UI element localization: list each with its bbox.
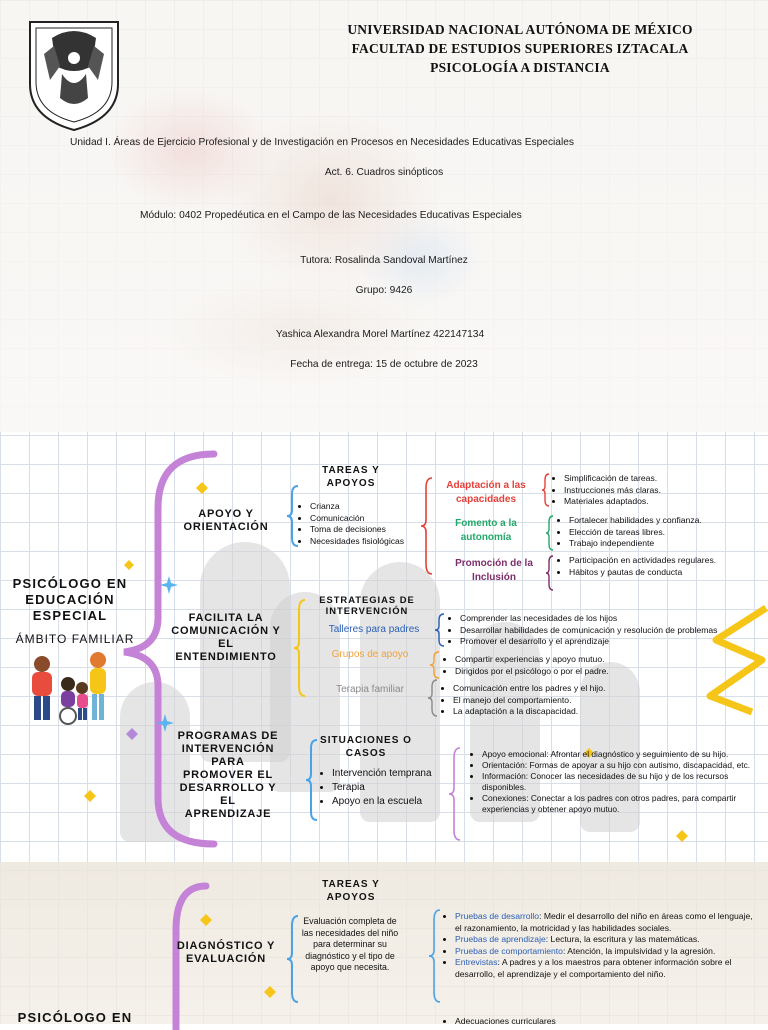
orange-brace (293, 599, 306, 697)
branch-apoyo-orientacion: APOYO Y ORIENTACIÓN (183, 508, 269, 533)
talleres-label: Talleres para padres (328, 624, 420, 635)
branch-programas: PROGRAMAS DE INTERVENCIÓN PARA PROMOVER … (177, 730, 279, 820)
tareas-apoyos-header: TAREAS Y APOYOS (322, 465, 380, 489)
red-brace (420, 477, 433, 575)
date-line: Fecha de entrega: 15 de octubre de 2023 (290, 359, 478, 370)
next-title-partial: PSICÓLOGO EN (17, 1010, 133, 1025)
adaptacion-list: Simplificación de tareas. Instrucciones … (552, 473, 744, 508)
situaciones-details: Apoyo emocional: Afrontar el diagnóstico… (470, 749, 752, 815)
blue-brace (305, 739, 318, 821)
autonomia-list: Fortalecer habilidades y confianza. Elec… (557, 515, 749, 550)
sparkle-icon (156, 714, 174, 732)
grupos-label: Grupos de apoyo (331, 649, 409, 660)
diamond-icon (676, 830, 688, 842)
branch-comunicacion: FACILITA LA COMUNICACIÓN Y EL ENTENDIMIE… (171, 612, 281, 663)
terapia-label: Terapia familiar (336, 684, 404, 695)
autonomia-label: Fomento a la autonomía (455, 518, 517, 543)
inclusion-list: Participación en actividades regulares. … (557, 555, 719, 578)
unit-line: Unidad I. Áreas de Ejercicio Profesional… (70, 137, 574, 148)
activity-line: Act. 6. Cuadros sinópticos (324, 167, 444, 178)
situaciones-list: Intervención temprana Terapia Apoyo en l… (318, 767, 482, 809)
terapia-list: Comunicación entre los padres y el hijo.… (441, 683, 753, 718)
tutor-line: Tutora: Rosalinda Sandoval Martínez (300, 255, 468, 266)
cover-photo (0, 0, 768, 432)
university-heading: UNIVERSIDAD NACIONAL AUTÓNOMA DE MÉXICO … (300, 20, 740, 77)
familiar-subtitle: ÁMBITO FAMILIAR (15, 632, 135, 646)
cover-section: UNIVERSIDAD NACIONAL AUTÓNOMA DE MÉXICO … (0, 0, 768, 432)
family-illustration (32, 652, 106, 725)
university-name: UNIVERSIDAD NACIONAL AUTÓNOMA DE MÉXICO (347, 22, 693, 37)
unam-shield-logo (29, 21, 119, 132)
diamond-icon (264, 986, 276, 998)
main-brace (123, 450, 218, 848)
blue-brace (428, 909, 441, 1003)
diagnostico-description: Evaluación completa de las necesidades d… (301, 916, 399, 973)
next-tareas-header: TAREAS Y APOYOS (322, 879, 380, 903)
program-name: PSICOLOGÍA A DISTANCIA (430, 60, 610, 75)
tests-list: Pruebas de desarrollo: Medir el desarrol… (443, 911, 755, 981)
diamond-icon (584, 748, 594, 758)
familiar-title: PSICÓLOGO EN EDUCACIÓN ESPECIAL (12, 576, 128, 623)
estrategias-header: ESTRATEGIAS DE INTERVENCIÓN (319, 594, 415, 616)
inclusion-label: Promoción de la Inclusión (455, 558, 533, 583)
diamond-icon (84, 790, 96, 802)
diamond-icon (124, 560, 134, 570)
branch1-list: Crianza Comunicación Toma de decisiones … (298, 501, 440, 547)
diamond-icon (196, 482, 208, 494)
branch-diagnostico: DIAGNÓSTICO Y EVALUACIÓN (176, 940, 276, 965)
grupos-list: Compartir experiencias y apoyo mutuo. Di… (443, 654, 755, 677)
zigzag-decoration (706, 605, 768, 716)
purple-brace (448, 747, 461, 841)
blue-brace (286, 915, 299, 1003)
next-cut-list: Adecuaciones curriculares (443, 1016, 755, 1028)
student-line: Yashica Alexandra Morel Martínez 4221471… (275, 329, 485, 340)
faculty-name: FACULTAD DE ESTUDIOS SUPERIORES IZTACALA (351, 41, 689, 56)
talleres-list: Comprender las necesidades de los hijos … (448, 613, 768, 648)
diamond-icon (200, 914, 212, 926)
group-line: Grupo: 9426 (355, 285, 413, 296)
diamond-icon (126, 728, 138, 740)
main-brace-next (172, 882, 210, 1030)
situaciones-header: SITUACIONES O CASOS (320, 735, 412, 759)
blue-brace (286, 485, 299, 547)
adaptacion-label: Adaptación a las capacidades (446, 480, 526, 505)
next-section: PSICÓLOGO EN TAREAS Y APOYOS DIAGNÓSTICO… (0, 862, 768, 1030)
module-line: Módulo: 0402 Propedéutica en el Campo de… (140, 210, 522, 221)
familiar-section: PSICÓLOGO EN EDUCACIÓN ESPECIAL ÁMBITO F… (0, 432, 768, 862)
sparkle-icon (160, 576, 178, 594)
